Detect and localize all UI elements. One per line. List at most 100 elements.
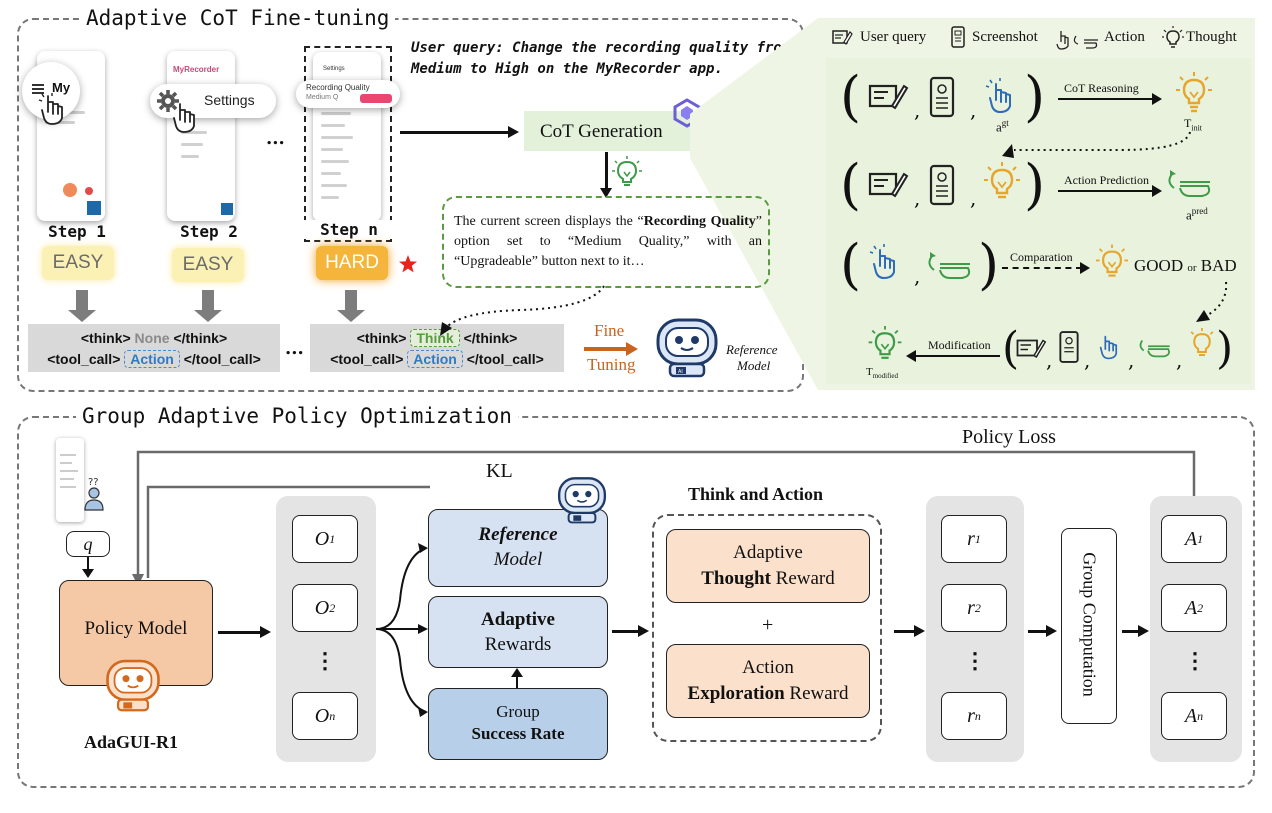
thought-reward-line-2: Thought Reward xyxy=(701,568,835,589)
fine-tuning-arrowhead xyxy=(626,342,638,356)
group-to-adv-arrow xyxy=(1122,630,1140,633)
row2-open-paren: ( xyxy=(840,153,862,216)
group-to-adv-arrowhead xyxy=(1138,625,1149,637)
row2-comma-2: , xyxy=(970,186,977,210)
q-to-policy-arrowhead xyxy=(82,569,94,578)
legend-user-query: User query xyxy=(860,29,927,45)
reference-model-label-2: Model xyxy=(493,549,543,570)
hard-badge: HARD xyxy=(316,246,388,280)
exploration-reward-line-1: Action xyxy=(742,657,794,678)
group-to-rewards-arrow xyxy=(516,672,518,688)
exploration-reward-line-2: Exploration Reward xyxy=(687,683,849,704)
good-or-bad-label: GOOD or BAD xyxy=(1134,256,1237,275)
group-success-rate-box: Group Success Rate xyxy=(428,688,608,760)
think-none: None xyxy=(134,330,170,346)
adaptive-cot-title: Adaptive CoT Fine-tuning xyxy=(80,6,396,30)
row3-dashdot-arrow xyxy=(1002,267,1082,269)
projection-shape xyxy=(690,18,818,390)
policy-to-outputs-arrowhead xyxy=(260,626,271,638)
row1-a-gt-label: agt xyxy=(996,118,1009,135)
row4-t-modified-label: Tmodified xyxy=(866,366,899,381)
myrecorder-app-name: MyRecorder xyxy=(173,65,220,74)
easy-badge-2: EASY xyxy=(172,248,244,282)
action-icon xyxy=(1056,31,1098,50)
thought-reward-line-1: Adaptive xyxy=(733,542,803,563)
rewards-to-group-arrow xyxy=(1028,630,1048,633)
row3-comma: , xyxy=(914,264,921,288)
reference-model-label-top-2: Model xyxy=(737,358,771,373)
steps-ellipsis: ... xyxy=(266,128,285,149)
cot-to-think-dotted-arrow xyxy=(440,285,605,336)
rewards-to-group-arrowhead xyxy=(1046,625,1057,637)
bad-to-row4-dotted-arrow xyxy=(1196,281,1228,322)
advantages-ellipsis: ⋮ xyxy=(1184,648,1206,674)
confused-user-icon: ?? xyxy=(84,477,104,511)
row3-thought-bulb-icon xyxy=(1096,244,1128,277)
row2-arrow-label: Action Prediction xyxy=(1064,173,1149,187)
row1-t-init-label: Tinit xyxy=(1184,116,1203,133)
thought-icon xyxy=(1162,26,1184,48)
query-q-box: q xyxy=(66,531,110,557)
cot-description-box xyxy=(442,196,770,288)
down-arrow-1 xyxy=(68,290,96,322)
outputs-ellipsis: ⋮ xyxy=(314,648,336,674)
zoom-text-recording-quality: Recording Quality xyxy=(306,83,370,92)
think-and-action-box xyxy=(652,514,882,742)
row4-arrow-label: Modification xyxy=(928,338,991,352)
row1-query-icon xyxy=(868,84,909,110)
policy-robot-icon xyxy=(106,659,160,712)
red-star-icon xyxy=(399,255,417,273)
cot-generation-box xyxy=(524,111,692,151)
step-n-label: Step n xyxy=(304,220,394,239)
green-inner-panel xyxy=(826,58,1251,384)
reference-robot-icon-bottom xyxy=(557,477,607,524)
row2-arrow xyxy=(1058,190,1154,192)
legend-thought: Thought xyxy=(1186,29,1237,45)
row4-predicted-action-icon xyxy=(1139,340,1170,358)
legend-action: Action xyxy=(1104,29,1145,45)
row3-open-paren: ( xyxy=(840,233,862,296)
row4-comma-4: , xyxy=(1176,348,1183,372)
action-exploration-reward-box: Action Exploration Reward xyxy=(666,644,870,718)
adaptive-rewards-label-1: Adaptive xyxy=(481,609,555,630)
fine-tuning-label-2: Tuning xyxy=(587,355,636,374)
step-2-label: Step 2 xyxy=(180,222,238,241)
think-to-rewards-arrow xyxy=(894,630,916,633)
gapo-title: Group Adaptive Policy Optimization xyxy=(76,404,518,428)
row1-arrow-label: CoT Reasoning xyxy=(1064,81,1139,95)
adaptive-rewards-box: Adaptive Rewards xyxy=(428,596,608,668)
row2-predicted-action-icon xyxy=(1168,170,1211,197)
plus-sign: + xyxy=(762,614,774,636)
row4-action-icon xyxy=(1099,335,1118,360)
screenshot-icon xyxy=(951,26,965,48)
row1-comma-1: , xyxy=(914,98,921,122)
adaptive-thought-reward-box: Adaptive Thought Reward xyxy=(666,529,870,603)
settings-header: Settings xyxy=(323,66,345,72)
row3-arrow-label: Comparation xyxy=(1010,250,1073,264)
row3-close-paren: ) xyxy=(978,233,1000,296)
policy-to-outputs-arrow xyxy=(218,631,262,634)
action-chip-1: Action xyxy=(124,350,180,368)
think-to-rewards-arrowhead xyxy=(914,625,925,637)
svg-text:AI: AI xyxy=(678,369,683,375)
row4-comma-3: , xyxy=(1128,348,1135,372)
row3-action-icon xyxy=(869,244,895,279)
arrow-screen-to-cot-head xyxy=(508,126,519,138)
down-arrow-2 xyxy=(194,290,222,322)
gear-icon xyxy=(157,90,179,112)
fine-tuning-label-1: Fine xyxy=(594,321,625,340)
svg-text:??: ?? xyxy=(88,477,99,488)
row4-open-paren: ( xyxy=(1002,323,1020,374)
think-tool-call-box-hard: <think> Think </think> <tool_call> Actio… xyxy=(310,324,564,372)
tap-hand-icon-2 xyxy=(173,103,195,133)
row2-arrowhead xyxy=(1152,185,1162,197)
row1-arrow xyxy=(1058,98,1154,100)
row4-thought-bulb-modified-icon xyxy=(868,326,902,359)
user-query-icon xyxy=(832,30,853,45)
think-chip: Think xyxy=(410,329,460,347)
